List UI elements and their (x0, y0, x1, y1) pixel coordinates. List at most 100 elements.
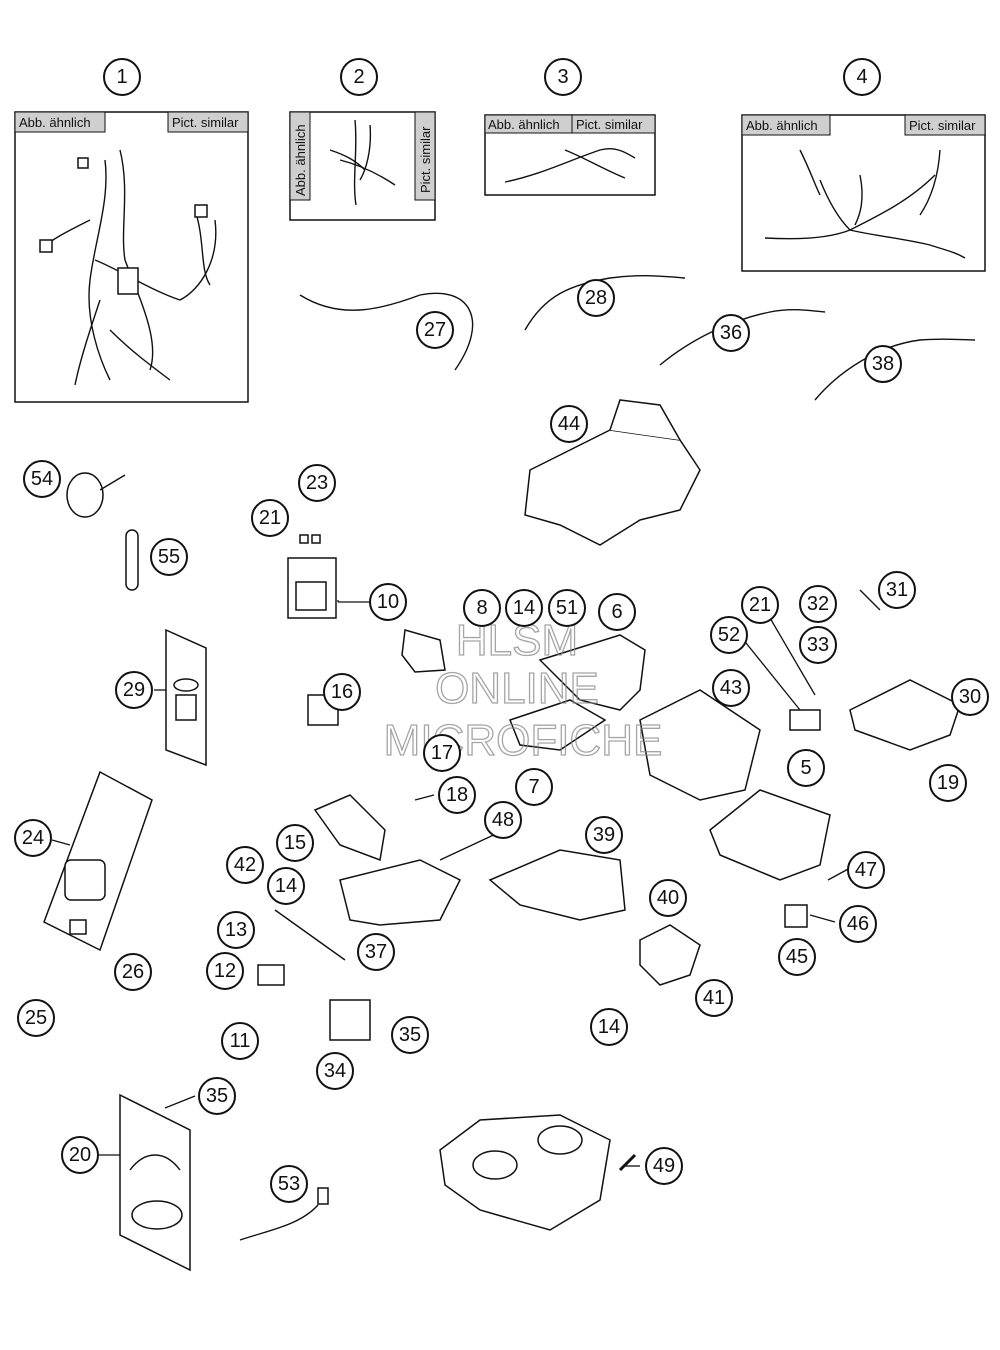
callout-19: 19 (929, 764, 967, 802)
callout-28: 28 (577, 279, 615, 317)
tag-en: Pict. similar (172, 115, 239, 130)
svg-text:21: 21 (749, 594, 771, 616)
callout-42: 42 (226, 846, 264, 884)
svg-text:31: 31 (886, 579, 908, 601)
svg-text:2: 2 (353, 66, 364, 88)
callout-14c: 14 (590, 1008, 628, 1046)
harness-box-3: Abb. ähnlich Pict. similar (484, 114, 656, 196)
svg-text:19: 19 (937, 772, 959, 794)
strip-42 (274, 909, 346, 961)
module-34 (329, 999, 371, 1041)
callout-1: 1 (103, 58, 141, 96)
holder-52 (789, 709, 821, 731)
callout-51: 51 (548, 589, 586, 627)
svg-text:41: 41 (703, 987, 725, 1009)
svg-text:35: 35 (206, 1085, 228, 1107)
holder-6 (538, 634, 646, 711)
callout-18: 18 (438, 776, 476, 814)
watermark-line-2: ONLINE (435, 664, 599, 713)
svg-text:35: 35 (399, 1024, 421, 1046)
svg-text:52: 52 (718, 624, 740, 646)
cable-38 (814, 338, 976, 401)
svg-text:51: 51 (556, 597, 578, 619)
svg-text:24: 24 (22, 827, 44, 849)
tag-de-2: Abb. ähnlich (293, 124, 308, 196)
callout-34: 34 (316, 1052, 354, 1090)
callout-14a: 14 (505, 589, 543, 627)
fuse-holder-15 (313, 794, 386, 862)
svg-text:25: 25 (25, 1007, 47, 1029)
callout-44: 44 (550, 405, 588, 443)
svg-text:14: 14 (275, 875, 297, 897)
callout-16: 16 (323, 673, 361, 711)
svg-text:55: 55 (158, 546, 180, 568)
callout-54: 54 (23, 460, 61, 498)
tag-de-4: Abb. ähnlich (746, 118, 818, 133)
svg-text:13: 13 (225, 919, 247, 941)
svg-text:21: 21 (259, 507, 281, 529)
svg-text:39: 39 (593, 824, 615, 846)
callout-48: 48 (484, 801, 522, 839)
callout-8: 8 (463, 589, 501, 627)
callout-46: 46 (839, 905, 877, 943)
callout-3: 3 (544, 58, 582, 96)
svg-text:34: 34 (324, 1060, 346, 1082)
svg-text:32: 32 (807, 593, 829, 615)
svg-text:44: 44 (558, 413, 580, 435)
callout-6: 6 (598, 593, 636, 631)
svg-text:30: 30 (959, 686, 981, 708)
leader-lines (51, 589, 881, 1167)
callout-52: 52 (710, 616, 748, 654)
harness-box-1: Abb. ähnlich Pict. similar (14, 111, 249, 403)
cable-28 (524, 274, 686, 331)
svg-text:4: 4 (856, 66, 867, 88)
callout-40: 40 (649, 879, 687, 917)
strap-55 (125, 529, 139, 591)
sensor-16 (307, 694, 339, 726)
callout-53: 53 (270, 1165, 308, 1203)
callout-2: 2 (340, 58, 378, 96)
svg-text:5: 5 (800, 757, 811, 779)
callout-31: 31 (878, 571, 916, 609)
ecu-30 (849, 679, 961, 751)
svg-text:43: 43 (720, 677, 742, 699)
callout-47: 47 (847, 851, 885, 889)
callout-21b: 21 (741, 586, 779, 624)
callout-13: 13 (217, 911, 255, 949)
callout-26: 26 (114, 953, 152, 991)
tag-en-3: Pict. similar (576, 117, 643, 132)
svg-text:54: 54 (31, 468, 53, 490)
tag-de: Abb. ähnlich (19, 115, 91, 130)
callout-41: 41 (695, 979, 733, 1017)
battery-43 (639, 689, 761, 801)
svg-text:14: 14 (513, 597, 535, 619)
callout-4: 4 (843, 58, 881, 96)
connector-45 (784, 904, 808, 928)
svg-text:11: 11 (230, 1030, 251, 1052)
svg-text:1: 1 (116, 66, 127, 88)
svg-text:36: 36 (720, 322, 742, 344)
svg-text:10: 10 (377, 591, 399, 613)
callout-17: 17 (423, 734, 461, 772)
svg-text:48: 48 (492, 809, 514, 831)
svg-text:46: 46 (847, 913, 869, 935)
callout-10: 10 (369, 583, 407, 621)
svg-text:38: 38 (872, 353, 894, 375)
callout-33: 33 (799, 626, 837, 664)
svg-text:27: 27 (424, 319, 446, 341)
tag-en-4: Pict. similar (909, 118, 976, 133)
cable-36 (659, 309, 826, 366)
svg-text:12: 12 (214, 960, 236, 982)
relay-10 (401, 629, 446, 673)
cable-53 (239, 1204, 319, 1241)
svg-text:53: 53 (278, 1173, 300, 1195)
svg-text:40: 40 (657, 887, 679, 909)
svg-text:7: 7 (528, 776, 539, 798)
callout-15: 15 (276, 824, 314, 862)
callout-55: 55 (150, 538, 188, 576)
callout-32: 32 (799, 585, 837, 623)
svg-text:29: 29 (123, 679, 145, 701)
callout-24: 24 (14, 819, 52, 857)
callout-7: 7 (515, 768, 553, 806)
tag-en-2: Pict. similar (418, 126, 433, 193)
